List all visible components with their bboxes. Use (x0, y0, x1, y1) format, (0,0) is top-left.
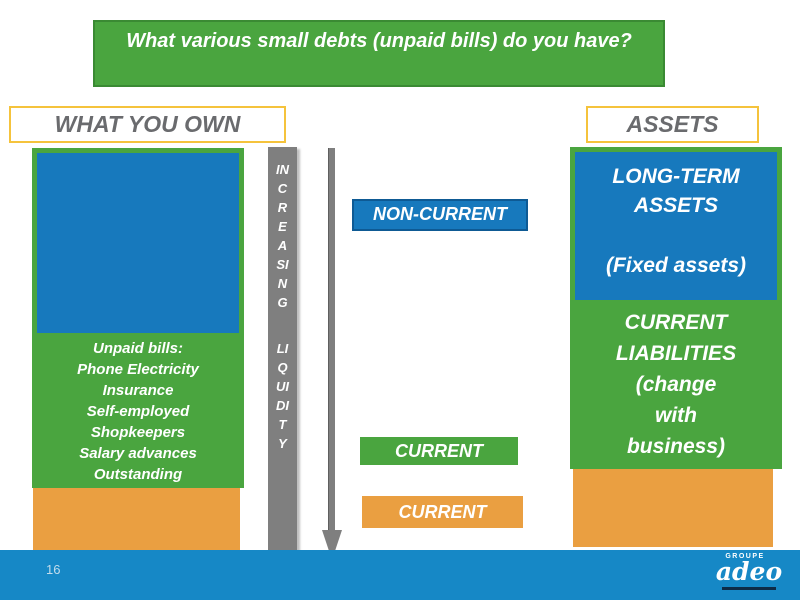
unpaid-bills-list: Unpaid bills: Phone Electricity Insuranc… (32, 338, 244, 485)
list-item: Phone Electricity (77, 361, 199, 378)
current-green-label: CURRENT (360, 437, 518, 465)
list-item: Salary advances (79, 445, 197, 462)
logo-name-text: adeo (715, 557, 783, 586)
non-current-label: NON-CURRENT (352, 199, 528, 231)
list-item: Shopkeepers (90, 424, 186, 441)
right-column-orange-block (573, 469, 773, 547)
list-item: Unpaid bills: (93, 340, 183, 357)
left-column-green-block: Unpaid bills: Phone Electricity Insuranc… (32, 148, 244, 488)
liabilities-line: business) (626, 435, 726, 458)
left-column-orange-block (33, 488, 240, 550)
right-column-green-block: LONG-TERM ASSETS (Fixed assets) CURRENT … (570, 147, 782, 469)
liabilities-line: with (655, 404, 697, 427)
list-item: Self-employed (86, 403, 190, 420)
fixed-assets-subtitle: (Fixed assets) (605, 254, 747, 277)
current-orange-label: CURRENT (362, 496, 523, 528)
adeo-logo: GROUPE adeo (714, 553, 784, 590)
list-item: Outstanding (93, 466, 183, 483)
logo-underline (722, 587, 776, 590)
long-term-assets-block: LONG-TERM ASSETS (Fixed assets) (575, 152, 777, 300)
right-section-header: ASSETS (586, 106, 759, 143)
logo-group-text: GROUPE (725, 553, 765, 560)
footer-bar: 16 GROUPE adeo (0, 550, 800, 600)
liabilities-line: (change (635, 373, 717, 396)
liabilities-line: LIABILITIES (615, 342, 737, 365)
axis-word-liquidity: LIQUIDITY (276, 341, 289, 451)
down-arrow-icon (321, 148, 342, 560)
list-item: Insurance (102, 382, 174, 399)
liabilities-line: CURRENT (624, 311, 728, 334)
current-liabilities-text: CURRENT LIABILITIES (change with busines… (570, 307, 782, 462)
left-column-blue-block (37, 153, 239, 333)
page-number: 16 (46, 562, 61, 577)
arrow-shaft (328, 148, 335, 530)
slide-title: What various small debts (unpaid bills) … (93, 20, 665, 87)
liquidity-axis-bar: INCREASING LIQUIDITY (268, 147, 297, 552)
long-term-assets-title: LONG-TERM ASSETS (612, 165, 740, 217)
axis-word-increasing: INCREASING (276, 162, 289, 310)
left-section-header: WHAT YOU OWN (9, 106, 286, 143)
